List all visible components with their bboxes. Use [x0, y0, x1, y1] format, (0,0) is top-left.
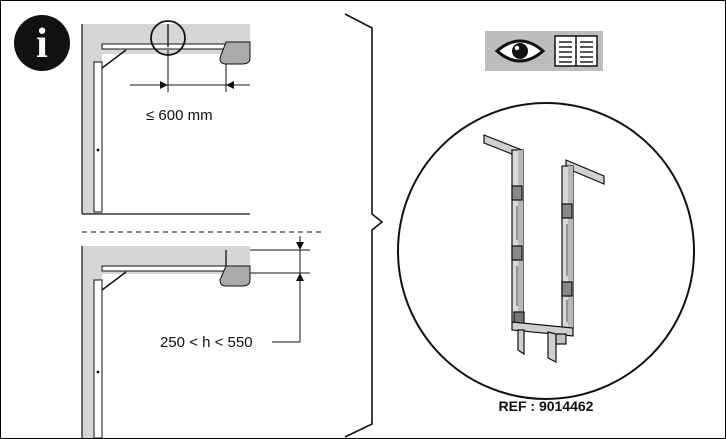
- eye-icon: [494, 39, 546, 63]
- top-garage-figure: ≤ 600 mm: [81, 20, 251, 215]
- right-panel: REF : 9014462: [397, 31, 695, 414]
- motor-head-bottom: [219, 265, 251, 287]
- reference-label: REF : 9014462: [499, 398, 594, 414]
- rail: [101, 43, 233, 50]
- max-distance-label: ≤ 600 mm: [146, 107, 213, 124]
- bracket-brace: [344, 13, 384, 438]
- info-icon: i: [14, 15, 70, 71]
- bottom-garage-figure: 250 < h < 550: [81, 236, 310, 439]
- rail-bottom: [101, 265, 227, 272]
- height-range-label: 250 < h < 550: [160, 334, 253, 351]
- info-glyph: i: [36, 21, 48, 67]
- hanging-bracket-kit: [483, 134, 605, 363]
- motor-head: [219, 41, 251, 65]
- bracket-detail-circle: [397, 102, 695, 400]
- manual-book-icon: [554, 35, 598, 67]
